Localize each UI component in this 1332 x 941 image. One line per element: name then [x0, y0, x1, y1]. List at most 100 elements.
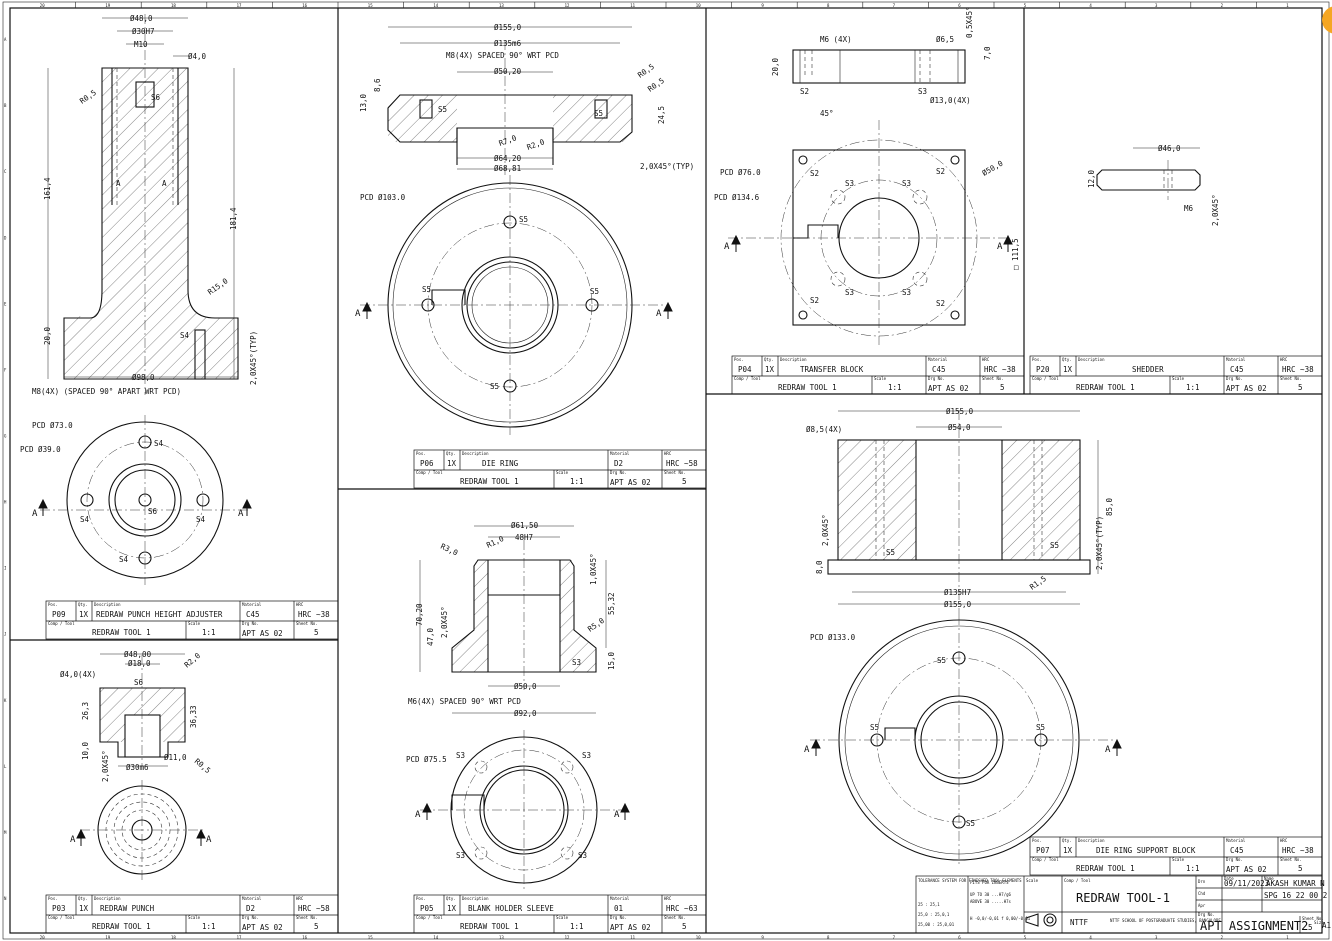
dim-text: Ø61,50: [511, 521, 539, 530]
tb-label: Material: [1226, 357, 1246, 362]
dim-text: 20,0: [43, 326, 52, 345]
ruler-top-label: 9: [761, 3, 764, 8]
name-label: Name: [1264, 876, 1274, 881]
ruler-left-label: K: [4, 698, 7, 703]
tb-drg: APT AS 02: [610, 478, 651, 487]
size-label: Size: [1314, 920, 1324, 925]
title-block-p04: Pos. Qty. Description Material HRC Comp …: [731, 355, 1025, 395]
tb-label: Comp / Tool: [734, 376, 761, 381]
view-p06-plan: PCD Ø103.0 S5 S5 S5 S5 A A: [355, 175, 673, 435]
ruler-left-label: M: [4, 830, 7, 835]
logo-text: NTTF: [1070, 918, 1089, 927]
dim-text: 24,5: [657, 106, 666, 124]
dim-text: M6: [1184, 204, 1194, 213]
tb-label: Qty.: [1062, 357, 1072, 362]
ruler-top-label: 17: [237, 3, 242, 8]
section-arrow-icon: [1112, 738, 1122, 756]
ruler-top-label: 6: [958, 935, 961, 940]
dim-text: R1,0: [485, 534, 506, 550]
surface-mark: S6: [148, 507, 158, 516]
surface-mark: S3: [902, 288, 911, 297]
dim-text: Ø48,0: [130, 14, 153, 23]
dim-text: Ø155,0: [944, 600, 972, 609]
tb-drg: APT AS 02: [242, 923, 283, 932]
ruler-top-label: 6: [958, 3, 961, 8]
project-title: REDRAW TOOL-1: [1076, 891, 1170, 905]
view-p20: Ø46,0 12,0 M6 2,0X45°: [1087, 144, 1220, 226]
section-mark: A: [724, 242, 730, 252]
dim-text: M8(4X) SPACED 90° WRT PCD: [446, 51, 559, 60]
ruler-top-label: 16: [302, 3, 307, 8]
tb-desc: BLANK HOLDER SLEEVE: [468, 904, 554, 913]
tb-pos: P06: [420, 459, 434, 468]
surface-mark: S5: [937, 656, 946, 665]
dim-text: Ø54,0: [948, 423, 971, 432]
tb-desc: REDRAW PUNCH: [100, 904, 155, 913]
dim-text: 181,4: [229, 207, 238, 230]
section-arrow-icon: [242, 498, 252, 516]
ruler-left-label: L: [4, 764, 7, 769]
ruler-top-label: 16: [302, 935, 307, 940]
tb-label: Material: [1226, 838, 1246, 843]
dim-text: S6: [151, 93, 161, 102]
ruler-top-label: 3: [1155, 3, 1158, 8]
ruler-top-label: 4: [1089, 3, 1092, 8]
tb-drg: APT AS 02: [1226, 865, 1267, 874]
ruler-top-label: 19: [105, 3, 110, 8]
tb-label: Pos.: [1032, 838, 1042, 843]
tb-label: Sheet No.: [982, 376, 1004, 381]
ruler-top-label: 18: [171, 935, 176, 940]
dim-text: 12,0: [1087, 169, 1096, 188]
tb-qty: 1X: [79, 904, 89, 913]
surface-mark: S5: [870, 723, 879, 732]
dim-text: 48H7: [515, 533, 533, 542]
dim-text: 161,4: [43, 177, 52, 200]
tb-desc: REDRAW PUNCH HEIGHT ADJUSTER: [96, 610, 223, 619]
drg-value: APT ASSIGNMENT2: [1200, 919, 1308, 933]
dim-text: 45°: [820, 109, 834, 118]
dim-text: Ø18,0: [128, 659, 151, 668]
tb-label: Description: [462, 451, 489, 456]
tb-desc: DIE RING SUPPORT BLOCK: [1096, 846, 1196, 855]
tb-desc: SHEDDER: [1132, 365, 1164, 374]
surface-mark: S3: [578, 851, 587, 860]
tb-label: Qty.: [446, 451, 456, 456]
dim-text: 36,33: [189, 705, 198, 728]
tb-qty: 1X: [1063, 365, 1073, 374]
tb-label: Drg No.: [610, 915, 627, 920]
drn-label: Drn: [1198, 879, 1206, 884]
corner-tab-icon: [1322, 6, 1332, 34]
surface-mark: S5: [886, 548, 895, 557]
tb-label: HRC: [296, 896, 304, 901]
surface-mark: S2: [936, 299, 945, 308]
dim-text: 47,0: [426, 627, 435, 646]
dim-text: Ø50,0: [514, 682, 537, 691]
pcd-label: PCD Ø103.0: [360, 193, 406, 202]
ruler-top-label: 2: [1221, 3, 1224, 8]
dim-text: □ 111,5: [1011, 238, 1020, 270]
ruler-left-label: C: [4, 169, 7, 174]
tb-label: Pos.: [734, 357, 744, 362]
surface-mark: S5: [966, 819, 975, 828]
ruler-top-label: 11: [630, 3, 635, 8]
tb-sheet: 5: [1298, 383, 1303, 392]
section-mark: A: [1105, 745, 1111, 755]
ruler-top-label: 2: [1221, 935, 1224, 940]
tol-head: TOLERANCE SYSTEM FOR FINISHED TOOL ELEME…: [918, 878, 1022, 883]
dim-text: Ø6,5: [936, 35, 954, 44]
ruler-left-label: H: [4, 500, 7, 505]
tb-label: Comp / Tool: [1032, 857, 1059, 862]
dim-text: 2,0X45°: [440, 606, 449, 638]
tb-label: Sheet No.: [664, 470, 686, 475]
tb-comp: REDRAW TOOL 1: [778, 383, 837, 392]
tb-label: Description: [94, 602, 121, 607]
ruler-top-label: 7: [893, 935, 896, 940]
dim-text: 8,6: [373, 78, 382, 92]
tb-label: Scale: [188, 915, 201, 920]
tb-comp: REDRAW TOOL 1: [1076, 864, 1135, 873]
ruler-top-label: 13: [499, 935, 504, 940]
surface-mark: S3: [918, 87, 927, 96]
section-mark: A: [355, 309, 361, 319]
ruler-top-label: 10: [696, 3, 701, 8]
